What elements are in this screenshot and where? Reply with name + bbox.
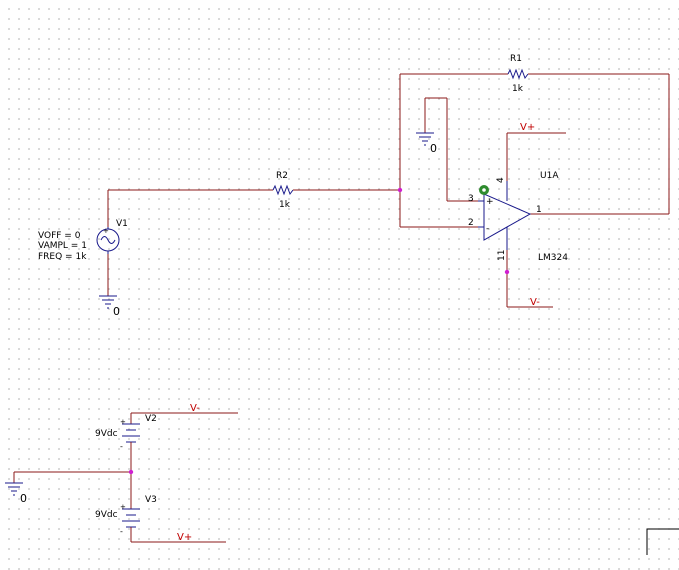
ground-symbol-v1[interactable]: 0 — [99, 295, 120, 318]
net-label-opamp-vpos: V+ — [520, 122, 535, 133]
opamp-u1a[interactable]: + - 3 2 1 4 11 U1A LM324 — [468, 171, 568, 263]
sine-wave-icon — [100, 236, 116, 244]
selection-handle-center — [482, 188, 486, 192]
junction-dot — [397, 187, 403, 193]
resistor-r1-ref: R1 — [510, 54, 522, 64]
opamp-minus-sign: - — [486, 224, 489, 234]
battery-v2-ref: V2 — [145, 414, 157, 424]
battery-v2-plus: + — [120, 418, 126, 426]
battery-v3-value: 9Vdc — [95, 510, 118, 520]
opamp-model: LM324 — [538, 253, 568, 263]
opamp-plus-sign: + — [486, 197, 494, 207]
opamp-ref: U1A — [540, 171, 559, 181]
ground-symbol-supply[interactable]: 0 — [5, 482, 27, 505]
net-label-supply-vpos: V+ — [177, 532, 192, 543]
opamp-pin4-label: 4 — [496, 177, 506, 183]
battery-v3-plus: + — [120, 503, 126, 511]
source-v1-param-vampl: VAMPL = 1 — [38, 241, 87, 251]
opamp-pin11-label: 11 — [497, 250, 507, 261]
ground-label-v1: 0 — [113, 305, 120, 318]
source-v1-ref: V1 — [116, 219, 128, 229]
ground-label-opamp: 0 — [430, 142, 437, 155]
opamp-pin1-label: 1 — [536, 205, 542, 215]
source-v1-param-freq: FREQ = 1k — [38, 252, 87, 262]
source-v1-param-voff: VOFF = 0 — [38, 231, 81, 241]
ground-symbol-opamp[interactable]: 0 — [416, 132, 437, 155]
pin-dot — [504, 269, 510, 275]
opamp-pin3-label: 3 — [468, 194, 474, 204]
resistor-r1[interactable]: R1 1k — [400, 54, 669, 94]
resistor-r2-symbol[interactable] — [272, 184, 294, 196]
net-label-supply-vneg: V- — [190, 403, 200, 414]
source-v1[interactable]: + V1 VOFF = 0 VAMPL = 1 FREQ = 1k — [38, 219, 128, 262]
resistor-r2[interactable]: R2 1k — [108, 171, 400, 210]
junction-dot — [128, 469, 134, 475]
opamp-pin2-label: 2 — [468, 218, 474, 228]
battery-v2[interactable]: + - 9Vdc V2 — [95, 414, 157, 451]
resistor-r1-value: 1k — [512, 84, 524, 94]
title-block-corner — [646, 528, 679, 555]
resistor-r1-symbol[interactable] — [507, 68, 529, 80]
resistor-r2-ref: R2 — [276, 171, 288, 181]
ground-label-supply: 0 — [20, 492, 27, 505]
source-v1-plus: + — [103, 227, 109, 235]
battery-v3[interactable]: + - 9Vdc V3 — [95, 495, 157, 536]
battery-v2-minus: - — [120, 442, 123, 451]
resistor-r2-value: 1k — [279, 200, 291, 210]
battery-v2-value: 9Vdc — [95, 429, 118, 439]
battery-v3-ref: V3 — [145, 495, 157, 505]
battery-v3-minus: - — [120, 527, 123, 536]
net-label-opamp-vneg: V- — [530, 297, 540, 308]
